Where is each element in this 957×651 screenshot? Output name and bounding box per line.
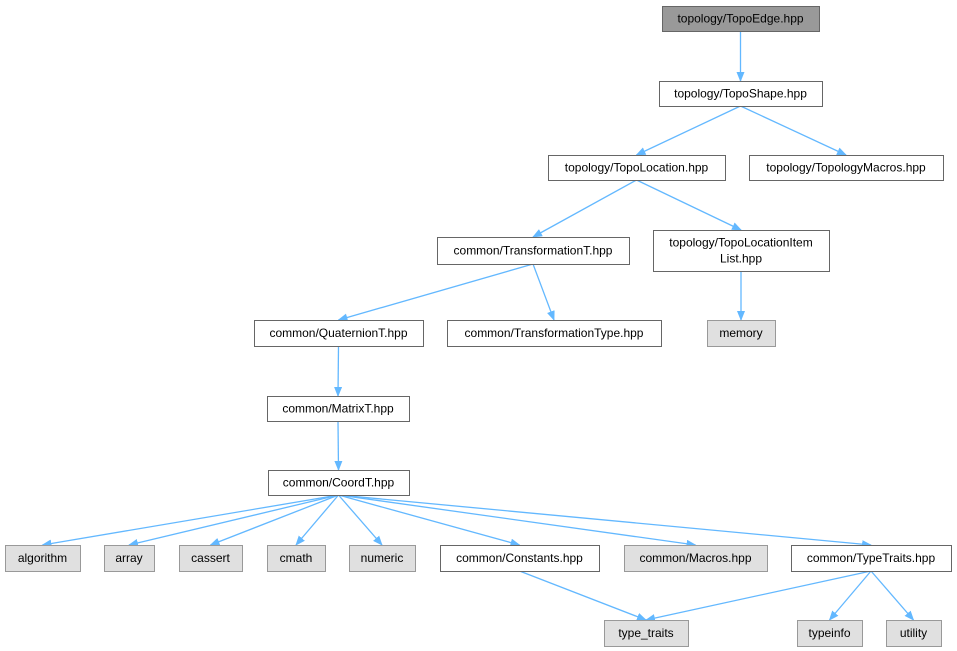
node-matrixt[interactable]: common/MatrixT.hpp (267, 396, 410, 422)
edge-typetraits-to-utility (870, 570, 915, 621)
node-label: cassert (191, 551, 230, 565)
node-box (268, 470, 410, 496)
node-label: topology/TopologyMacros.hpp (766, 161, 926, 175)
node-box (662, 6, 820, 32)
edge-topolocation-to-topolocationitemlist (636, 179, 742, 231)
node-box (791, 545, 952, 572)
node-box (447, 320, 662, 347)
node-label: memory (719, 326, 762, 340)
edge-quaterniont-to-matrixt (334, 345, 343, 397)
edge-coordt-to-array (128, 494, 339, 547)
node-box (659, 81, 823, 107)
node-box (5, 545, 81, 572)
edge-coordt-to-numeric (338, 494, 383, 546)
node-toposhape[interactable]: topology/TopoShape.hpp (659, 81, 823, 107)
node-transformationtype[interactable]: common/TransformationType.hpp (447, 320, 662, 347)
node-label: cmath (280, 551, 313, 565)
edge-toposhape-to-topolocation (635, 105, 741, 156)
node-memory[interactable]: memory (707, 320, 776, 347)
node-label: type_traits (618, 626, 673, 640)
edge-typetraits-to-typeinfo (828, 570, 872, 621)
node-box (349, 545, 416, 572)
node-box (707, 320, 776, 347)
node-label: numeric (361, 551, 404, 565)
node-box (267, 545, 326, 572)
node-label: common/TransformationType.hpp (465, 326, 644, 340)
node-box (749, 155, 944, 181)
node-box (886, 620, 942, 647)
edge-coordt-to-constants (338, 494, 521, 547)
node-label: common/Macros.hpp (639, 551, 751, 565)
node-box (254, 320, 424, 347)
node-label: utility (900, 626, 927, 640)
node-constants[interactable]: common/Constants.hpp (440, 545, 600, 572)
edge-transformationt-to-transformationtype (532, 263, 555, 321)
node-coordt[interactable]: common/CoordT.hpp (268, 470, 410, 496)
node-label: common/TypeTraits.hpp (807, 551, 936, 565)
node-label: common/QuaternionT.hpp (269, 326, 407, 340)
node-label: List.hpp (720, 252, 762, 266)
node-transformationt[interactable]: common/TransformationT.hpp (437, 237, 630, 265)
node-utility[interactable]: utility (886, 620, 942, 647)
node-box (104, 545, 155, 572)
node-label: common/TransformationT.hpp (454, 244, 613, 258)
edge-coordt-to-macros (338, 494, 697, 548)
node-numeric[interactable]: numeric (349, 545, 416, 572)
node-macros[interactable]: common/Macros.hpp (624, 545, 768, 572)
node-quaterniont[interactable]: common/QuaternionT.hpp (254, 320, 424, 347)
node-box (653, 230, 830, 272)
node-cmath[interactable]: cmath (267, 545, 326, 572)
node-box (624, 545, 768, 572)
node-box (797, 620, 863, 647)
node-type_traits[interactable]: type_traits (604, 620, 689, 647)
node-box (604, 620, 689, 647)
edge-transformationt-to-quaterniont (337, 263, 534, 322)
edge-coordt-to-typetraits (338, 494, 872, 549)
node-cassert[interactable]: cassert (179, 545, 243, 572)
edge-toposhape-to-topologymacros (740, 105, 847, 156)
node-topolocation[interactable]: topology/TopoLocation.hpp (548, 155, 726, 181)
node-label: topology/TopoLocationItem (669, 236, 812, 250)
node-box (548, 155, 726, 181)
node-typetraits[interactable]: common/TypeTraits.hpp (791, 545, 952, 572)
edge-coordt-to-cmath (295, 494, 339, 546)
edge-constants-to-type_traits (519, 570, 647, 621)
node-label: common/Constants.hpp (456, 551, 583, 565)
node-array[interactable]: array (104, 545, 155, 572)
edge-typetraits-to-type_traits (645, 570, 872, 622)
nodes-layer: topology/TopoEdge.hpp topology/TopoShape.… (5, 6, 952, 647)
node-topoedge[interactable]: topology/TopoEdge.hpp (662, 6, 820, 32)
node-algorithm[interactable]: algorithm (5, 545, 81, 572)
node-box (267, 396, 410, 422)
edge-topolocation-to-transformationt (532, 179, 637, 238)
node-box (179, 545, 243, 572)
node-label: typeinfo (808, 626, 850, 640)
edge-coordt-to-cassert (209, 494, 339, 546)
node-label: array (115, 551, 142, 565)
node-label: topology/TopoEdge.hpp (677, 12, 803, 26)
edge-matrixt-to-coordt (334, 420, 343, 471)
node-label: topology/TopoLocation.hpp (565, 161, 709, 175)
edges-layer (41, 31, 915, 622)
node-box (437, 237, 630, 265)
node-label: topology/TopoShape.hpp (674, 87, 807, 101)
node-label: algorithm (18, 551, 67, 565)
node-label: common/MatrixT.hpp (282, 402, 394, 416)
node-box (440, 545, 600, 572)
node-label: common/CoordT.hpp (283, 476, 395, 490)
edge-coordt-to-algorithm (41, 494, 339, 548)
node-topologymacros[interactable]: topology/TopologyMacros.hpp (749, 155, 944, 181)
node-typeinfo[interactable]: typeinfo (797, 620, 863, 647)
